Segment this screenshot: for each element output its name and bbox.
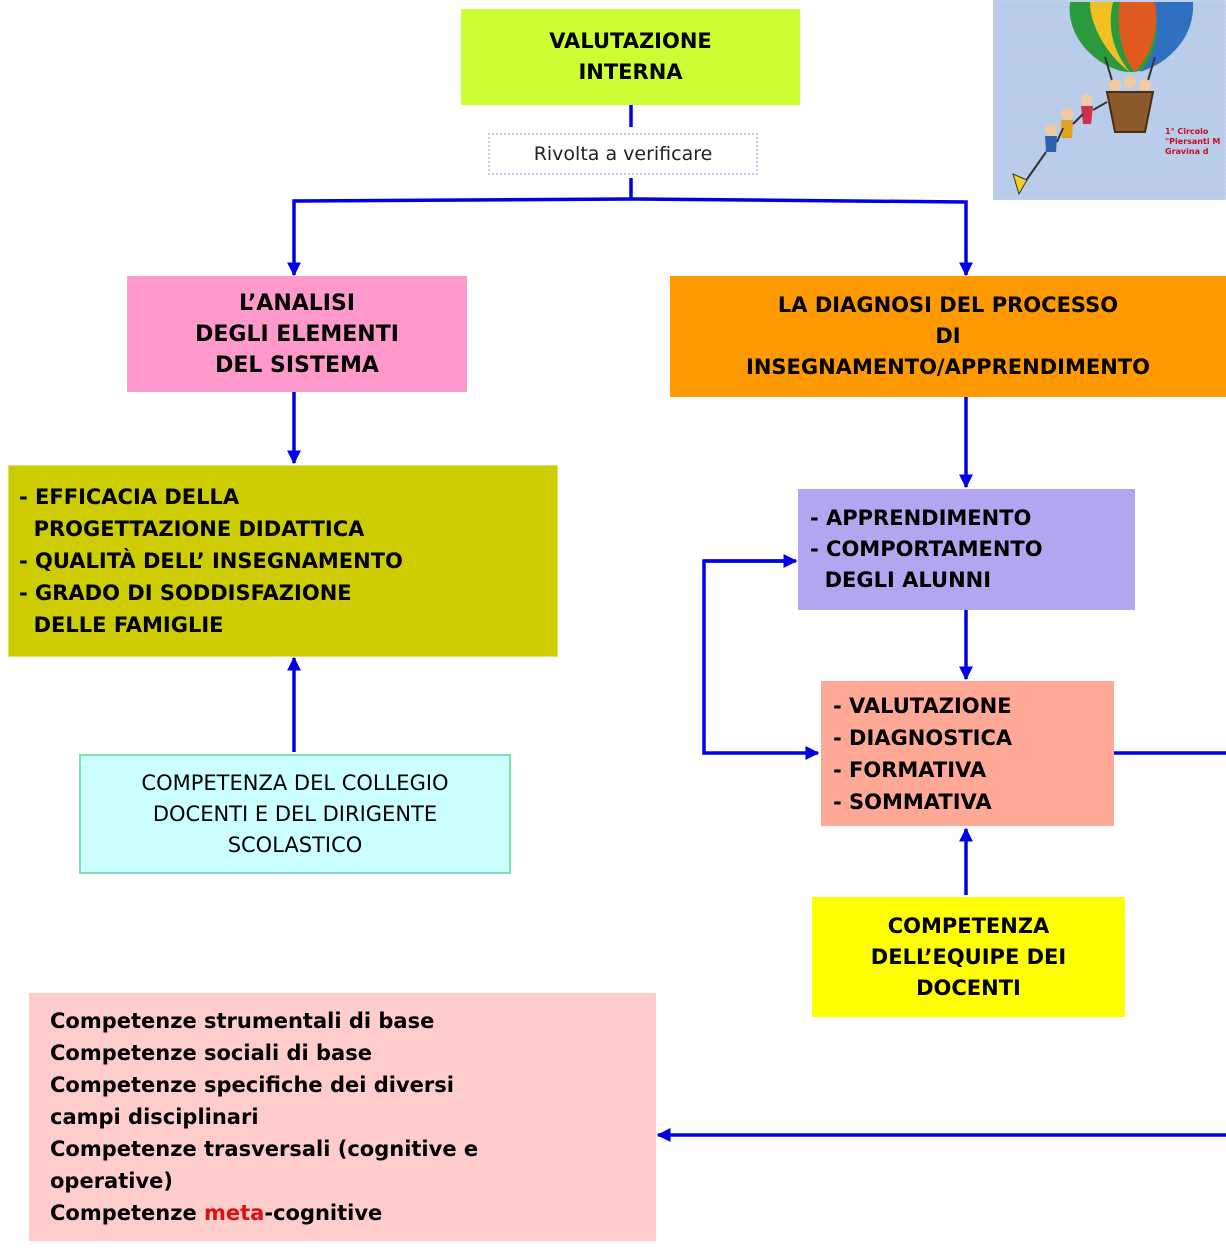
hot-air-balloon-icon [995,2,1224,196]
edge-label: Rivolta a verificare [488,133,758,175]
node-competenza-equipe: COMPETENZA DELL’EQUIPE DEI DOCENTI [812,897,1125,1017]
node-competenza-collegio: COMPETENZA DEL COLLEGIO DOCENTI E DEL DI… [79,754,511,874]
competenze-meta-line: Competenze meta-cognitive [50,1201,383,1225]
logo-label: 1° Circolo "Piersanti M Gravina d [1165,127,1221,156]
school-logo: 1° Circolo "Piersanti M Gravina d [993,0,1226,200]
meta-highlight: meta [204,1201,265,1225]
node-efficacia: - EFFICACIA DELLA PROGETTAZIONE DIDATTIC… [8,465,558,657]
node-competenze-list: Competenze strumentali di base Competenz… [29,993,656,1241]
node-apprendimento: - APPRENDIMENTO - COMPORTAMENTO DEGLI AL… [798,489,1135,610]
node-valutazione-tipi: - VALUTAZIONE - DIAGNOSTICA - FORMATIVA … [821,681,1114,826]
node-valutazione-interna: VALUTAZIONE INTERNA [461,9,800,105]
node-diagnosi: LA DIAGNOSI DEL PROCESSO DI INSEGNAMENTO… [670,276,1226,397]
node-analisi: L’ANALISI DEGLI ELEMENTI DEL SISTEMA [127,276,467,392]
